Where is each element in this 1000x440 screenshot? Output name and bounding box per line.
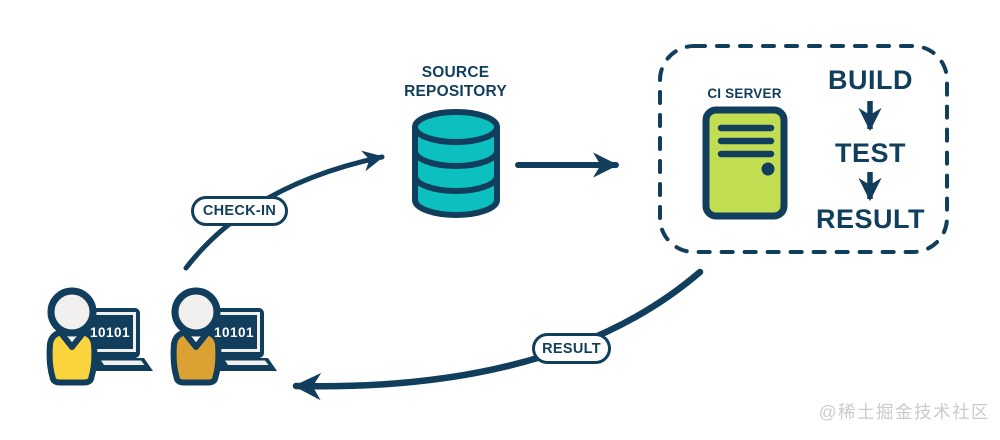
database-icon [412,109,500,218]
developer-2-screen-text: 10101 [213,325,255,340]
ci-server-box [658,44,949,254]
step-result: RESULT [816,204,925,234]
step-test: TEST [834,138,906,168]
watermark: @稀土掘金技术社区 [818,402,990,422]
check-in-badge: CHECK-IN [191,196,288,226]
step-build: BUILD [828,65,913,95]
result-arrow [292,268,704,401]
ci-server-label: CI SERVER [707,86,782,101]
developer-1-screen-text: 10101 [89,325,131,340]
server-icon [702,106,788,220]
result-badge: RESULT [532,333,611,364]
source-repository-label: SOURCE REPOSITORY [404,64,507,100]
